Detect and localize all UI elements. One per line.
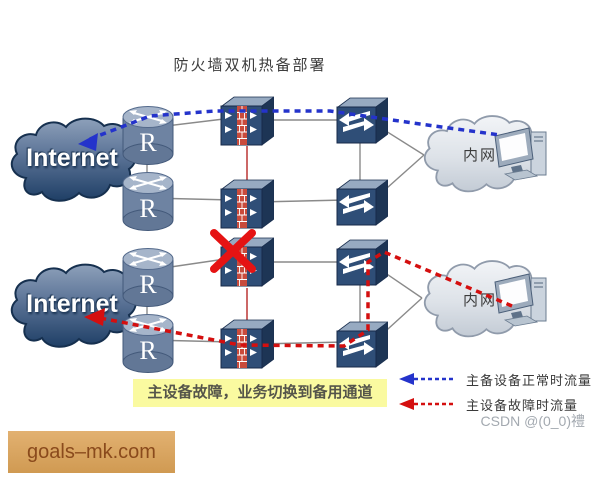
router-letter: R	[139, 270, 157, 299]
router-letter: R	[139, 128, 157, 157]
legend-blue-arrow-icon	[399, 373, 455, 385]
switch-2-failover	[336, 320, 388, 368]
legend-red-arrow-icon	[399, 398, 455, 410]
footer-site-badge: goals–mk.com	[8, 431, 175, 473]
legend-normal-label: 主备设备正常时流量	[466, 372, 593, 388]
switch-2-normal	[336, 178, 388, 226]
router-arrows-icon	[133, 178, 163, 188]
legend-failure-row: 主设备故障时流量	[398, 396, 579, 413]
diagram-title: 防火墙双机热备部署	[173, 58, 327, 74]
router-1-failover: R	[120, 246, 176, 308]
computer-icon-normal	[491, 126, 549, 184]
intranet-label: 内网	[462, 147, 497, 164]
firewall-master-normal	[220, 95, 274, 147]
legend-failure-label: 主设备故障时流量	[466, 397, 579, 413]
internet-label: Internet	[26, 144, 118, 172]
router-letter: R	[139, 194, 157, 223]
router-2-normal: R	[120, 170, 176, 232]
router-2-failover: R	[120, 312, 176, 374]
switch-1-normal	[336, 96, 388, 144]
csdn-watermark: CSDN @(0_0)禮	[480, 413, 585, 429]
firewall-backup-normal	[220, 178, 274, 230]
computer-icon-failover	[491, 272, 549, 330]
router-1-normal: R	[120, 104, 176, 166]
failover-note-banner: 主设备故障，业务切换到备用通道	[133, 379, 387, 407]
switch-arrows-icon	[339, 193, 374, 214]
firewall-backup-failover	[220, 318, 274, 370]
firewall-master-failed	[220, 236, 274, 288]
switch-1-failover	[336, 238, 388, 286]
legend-normal-row: 主备设备正常时流量	[398, 371, 593, 388]
router-letter: R	[139, 336, 157, 365]
